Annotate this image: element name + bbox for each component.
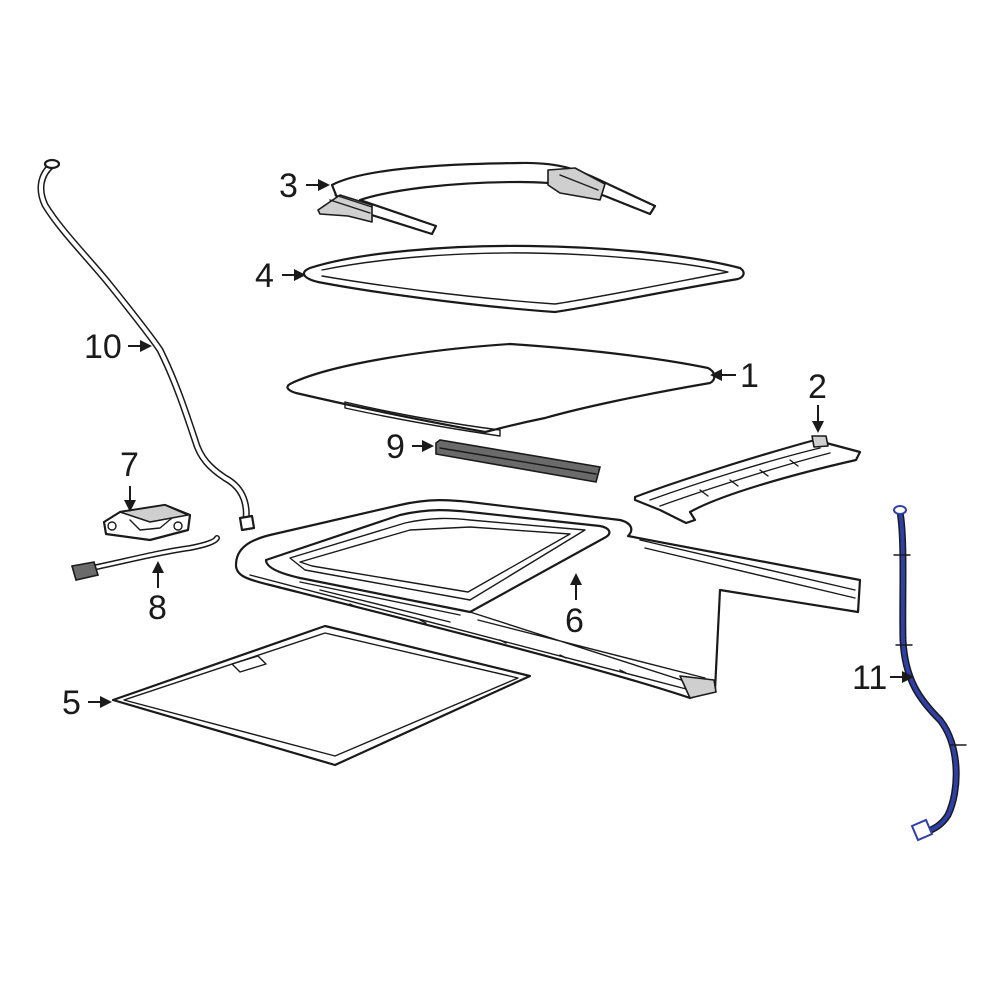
- part-5-sunshade[interactable]: [111, 624, 532, 767]
- callout-5: 5: [62, 684, 81, 722]
- part-11-drain-hose[interactable]: [893, 505, 967, 842]
- arrowhead-4: [294, 269, 306, 281]
- arrowhead-7: [124, 500, 136, 512]
- part-1-glass-panel[interactable]: [286, 342, 716, 437]
- callout-8: 8: [148, 589, 167, 627]
- arrowhead-3: [318, 179, 330, 191]
- callout-1: 1: [740, 357, 759, 395]
- part-4-glass-seal[interactable]: [302, 244, 745, 314]
- part-6-sunroof-frame[interactable]: [234, 499, 862, 700]
- callout-4: 4: [255, 257, 274, 295]
- part-8-wire-harness[interactable]: [70, 535, 220, 581]
- callout-7: 7: [120, 446, 139, 484]
- arrowhead-5: [100, 696, 112, 708]
- arrowhead-9: [422, 440, 434, 452]
- part-3-wind-deflector[interactable]: [317, 161, 657, 236]
- arrowhead-6: [570, 573, 582, 585]
- arrowhead-2: [812, 421, 824, 433]
- leaders: [88, 179, 914, 708]
- callout-labels: 1 2 3 4 5 6 7 8 9 10 11: [62, 167, 887, 722]
- part-9-front-seal[interactable]: [435, 439, 601, 483]
- arrowhead-11: [902, 671, 914, 683]
- callout-9: 9: [386, 428, 405, 466]
- part-10-drain-hose[interactable]: [37, 158, 256, 532]
- arrowhead-1: [710, 369, 722, 381]
- arrowhead-10: [140, 340, 152, 352]
- callout-2: 2: [808, 368, 827, 406]
- callout-11: 11: [852, 659, 887, 697]
- arrowhead-8: [152, 561, 164, 573]
- callout-6: 6: [565, 602, 584, 640]
- callout-10: 10: [84, 328, 122, 366]
- part-2-rear-crossmember[interactable]: [633, 435, 862, 525]
- callout-3: 3: [279, 167, 298, 205]
- part-7-motor[interactable]: [102, 503, 192, 542]
